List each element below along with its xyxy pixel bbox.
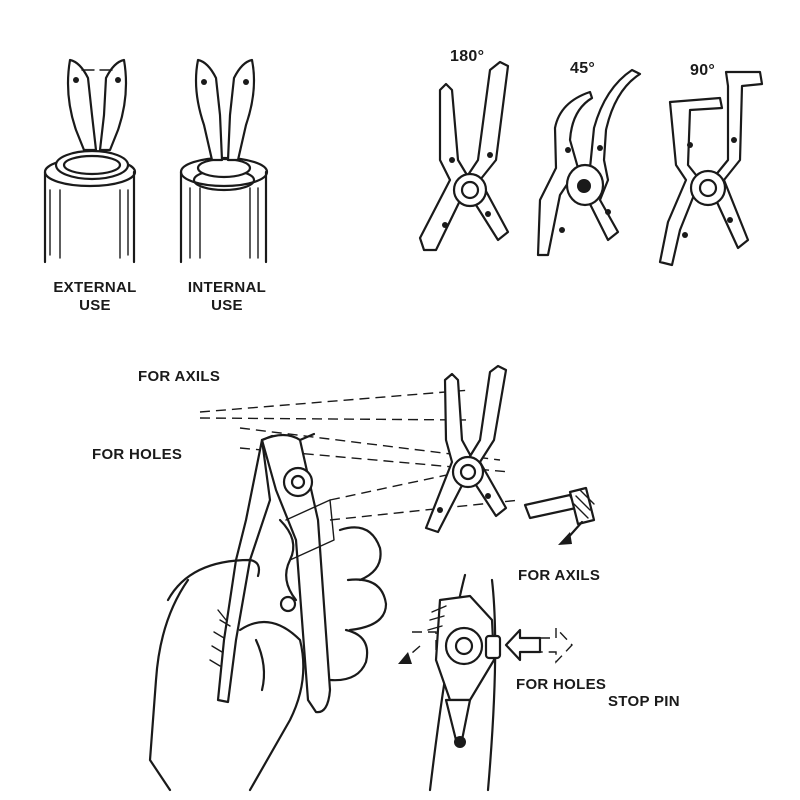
angle-45-label: 45° xyxy=(570,60,596,77)
angle-90-label: 90° xyxy=(690,62,716,79)
angle-180-label: 180° xyxy=(450,48,485,65)
pliers-45-figure xyxy=(538,70,640,255)
internal-use-label: INTERNAL USE xyxy=(172,279,282,315)
internal-use-line-1: INTERNAL xyxy=(187,279,267,296)
external-use-label: EXTERNAL USE xyxy=(40,279,150,315)
external-use-line-1: EXTERNAL xyxy=(53,279,137,296)
tip-attachment-figure xyxy=(525,488,594,545)
for-holes-top-label: FOR HOLES xyxy=(92,446,183,463)
hand-holding-pliers-figure xyxy=(150,434,386,790)
external-use-line-2: USE xyxy=(79,297,111,314)
pliers-180-figure xyxy=(420,62,508,250)
internal-use-figure xyxy=(181,60,267,262)
stop-pin-detail-figure xyxy=(398,575,572,790)
for-axils-top-label: FOR AXILS xyxy=(138,368,221,385)
detached-plier-figure xyxy=(426,366,506,532)
stop-pin-label: STOP PIN xyxy=(608,693,680,710)
for-axils-bottom-label: FOR AXILS xyxy=(518,567,601,584)
for-holes-bottom-label: FOR HOLES xyxy=(516,676,607,693)
external-use-figure xyxy=(45,60,135,262)
internal-use-line-2: USE xyxy=(211,297,243,314)
pliers-90-figure xyxy=(660,72,762,265)
